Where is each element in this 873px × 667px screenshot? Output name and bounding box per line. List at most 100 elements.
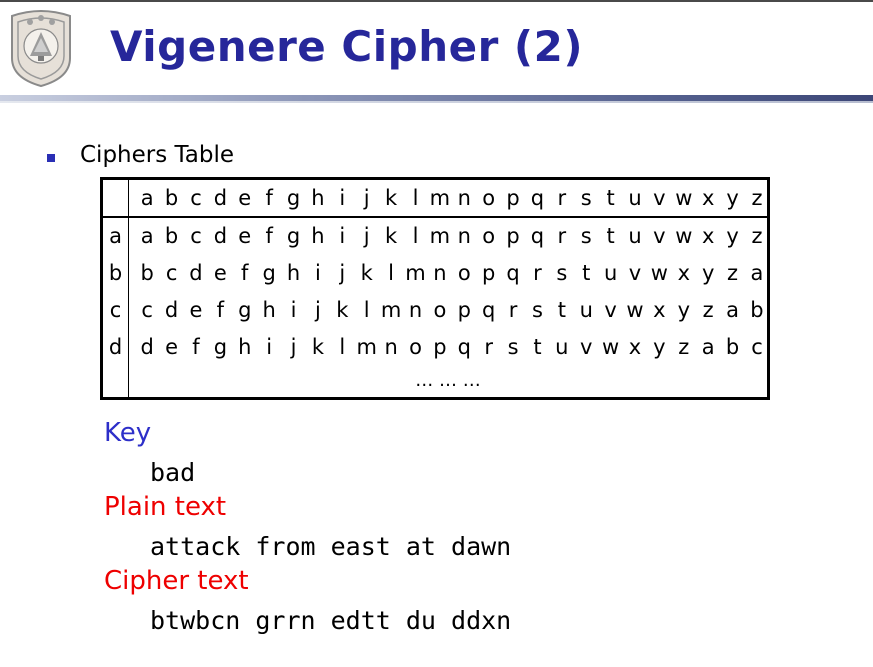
row-label: c [109, 298, 122, 322]
table-cell: w [626, 298, 644, 322]
table-column-divider [128, 180, 129, 397]
header-cell: x [701, 186, 715, 210]
table-cell: i [290, 298, 297, 322]
cipher-text-value: btwbcn grrn edtt du ddxn [150, 606, 512, 635]
table-cell: h [238, 335, 252, 359]
table-cell: v [653, 224, 666, 248]
table-cell: k [336, 298, 349, 322]
table-cell: n [408, 298, 423, 322]
header-cell: s [580, 186, 592, 210]
key-heading: Key [104, 418, 152, 448]
table-cell: j [339, 261, 346, 285]
table-cell: k [360, 261, 373, 285]
key-value: bad [150, 458, 196, 487]
header-cell: w [675, 186, 693, 210]
table-cell: p [433, 335, 447, 359]
table-cell: g [262, 261, 276, 285]
table-cell: q [481, 298, 496, 322]
table-cell: d [189, 261, 203, 285]
table-cell: j [363, 224, 370, 248]
header-cell: p [506, 186, 520, 210]
table-cell: z [751, 224, 763, 248]
header-cell: e [238, 186, 252, 210]
table-cell: u [555, 335, 569, 359]
header-cell: j [363, 186, 370, 210]
header-cell: q [530, 186, 545, 210]
table-cell: d [140, 335, 154, 359]
bullet-text: Ciphers Table [80, 142, 235, 168]
header-cell: f [265, 186, 273, 210]
header-cell: l [412, 186, 419, 210]
table-cell: a [750, 261, 764, 285]
table-cell: y [677, 298, 690, 322]
table-cell: t [606, 224, 615, 248]
header-cell: a [140, 186, 154, 210]
table-cell: w [602, 335, 620, 359]
table-cell: h [311, 224, 325, 248]
table-cell: q [506, 261, 520, 285]
table-cell: r [508, 298, 518, 322]
table-cell: f [241, 261, 249, 285]
table-cell: l [388, 261, 395, 285]
table-cell: e [238, 224, 252, 248]
table-cell: v [604, 298, 617, 322]
table-cell: c [751, 335, 763, 359]
table-cell: o [457, 261, 471, 285]
row-label: b [108, 261, 123, 285]
table-cell: b [750, 298, 764, 322]
table-cell: u [603, 261, 618, 285]
table-cell: m [405, 261, 426, 285]
header-cell: c [190, 186, 202, 210]
header-cell: d [213, 186, 228, 210]
table-cell: d [213, 224, 228, 248]
table-cell: e [165, 335, 179, 359]
row-label: a [109, 224, 122, 248]
table-cell: f [216, 298, 225, 322]
table-cell: s [507, 335, 519, 359]
table-cell: n [457, 224, 471, 248]
table-cell: i [315, 261, 321, 285]
table-cell: a [140, 224, 154, 248]
title-divider [0, 95, 873, 101]
table-cell: a [726, 298, 739, 322]
table-cell: t [557, 298, 566, 322]
top-border [0, 0, 873, 2]
header-cell: r [557, 186, 567, 210]
table-cell: y [726, 224, 739, 248]
table-cell: o [482, 224, 496, 248]
row-label: d [108, 335, 123, 359]
header-cell: t [606, 186, 615, 210]
table-cell: s [580, 224, 592, 248]
table-cell: l [363, 298, 370, 322]
table-cell: z [678, 335, 690, 359]
table-cell: a [701, 335, 715, 359]
header-cell: o [482, 186, 496, 210]
table-cell: u [579, 298, 593, 322]
header-cell: m [429, 186, 451, 210]
table-cell: o [409, 335, 422, 359]
header-cell: i [339, 186, 346, 210]
header-cell: b [164, 186, 179, 210]
header-cell: u [628, 186, 642, 210]
table-cell: q [530, 224, 545, 248]
table-cell: x [628, 335, 642, 359]
table-cell: g [213, 335, 228, 359]
table-cell: f [265, 224, 273, 248]
table-cell: v [628, 261, 642, 285]
table-cell: t [582, 261, 591, 285]
table-cell: z [727, 261, 739, 285]
plain-text-heading: Plain text [104, 492, 227, 522]
plain-text-value: attack from east at dawn [150, 532, 512, 561]
cipher-text-heading: Cipher text [104, 566, 249, 596]
table-cell: p [457, 298, 471, 322]
table-cell: k [385, 224, 398, 248]
table-cell: s [556, 261, 568, 285]
table-cell: f [192, 335, 200, 359]
table-cell: r [533, 261, 542, 285]
